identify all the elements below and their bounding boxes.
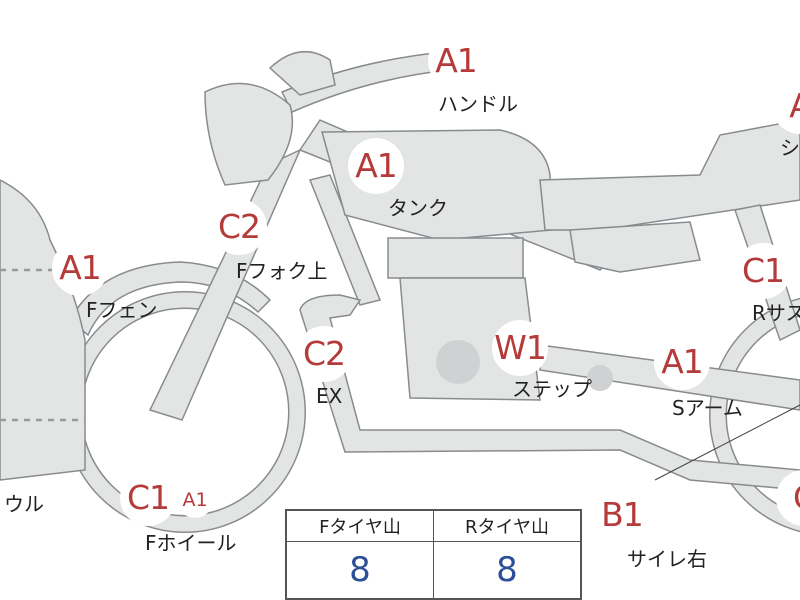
grade-mark-ex: C2: [296, 326, 352, 382]
tire-tread-table: Fタイヤ山 Rタイヤ山 8 8: [285, 509, 582, 600]
side-cover: [569, 221, 701, 273]
tread-value-row: 8 8: [285, 541, 582, 600]
part-label-step: ステップ: [512, 377, 592, 401]
grade-mark-tank: A1: [348, 138, 404, 194]
exhaust-pipe: [299, 294, 800, 491]
engine-cover: [436, 340, 480, 384]
tread-value-rear: 8: [433, 541, 582, 600]
grade-mark-ffender: A1: [52, 240, 108, 296]
grade-mark-muffler: B1: [594, 487, 650, 543]
part-label-seat: シ: [780, 136, 800, 160]
grade-mark-rsus: C1: [735, 243, 791, 299]
part-label-ex: EX: [316, 384, 343, 408]
tread-header-row: Fタイヤ山 Rタイヤ山: [285, 509, 582, 542]
part-label-muffler: サイレ右: [627, 547, 707, 571]
part-label-fwheel: Fホイール: [145, 531, 237, 555]
muffler-leader-line: [654, 404, 800, 481]
grade-mark-fwheel: C1: [120, 470, 176, 526]
grade-mark-sarm: A1: [654, 334, 710, 390]
front-cowl: [0, 179, 86, 481]
part-label-ffender: Fフェン: [86, 298, 158, 322]
part-label-rsus: Rサス: [752, 301, 800, 325]
part-label-cowl: ウル: [4, 492, 44, 516]
part-label-ffork: Fフォク上: [236, 259, 328, 283]
motorcycle-body-shapes: [0, 50, 800, 533]
part-label-tank: タンク: [388, 196, 448, 220]
tread-header-rear: Rタイヤ山: [433, 509, 582, 542]
tread-header-front: Fタイヤ山: [285, 509, 434, 542]
grade-mark-ffork: C2: [211, 199, 267, 255]
seat: [539, 119, 800, 231]
footpeg: [587, 365, 613, 391]
tread-value-front: 8: [285, 541, 434, 600]
front-fork: [148, 148, 302, 421]
part-label-handle: ハンドル: [438, 92, 518, 116]
grade-mark-fwheel-sub: A1: [177, 482, 213, 518]
headlight: [204, 82, 294, 186]
frame-down: [308, 174, 382, 306]
rear-wheel-inner: [710, 299, 800, 531]
grade-mark-handle: A1: [428, 33, 484, 89]
part-label-sarm: Sアーム: [672, 396, 743, 420]
mirror: [268, 50, 336, 96]
engine-head: [387, 237, 524, 279]
grade-mark-step: W1: [492, 320, 548, 376]
